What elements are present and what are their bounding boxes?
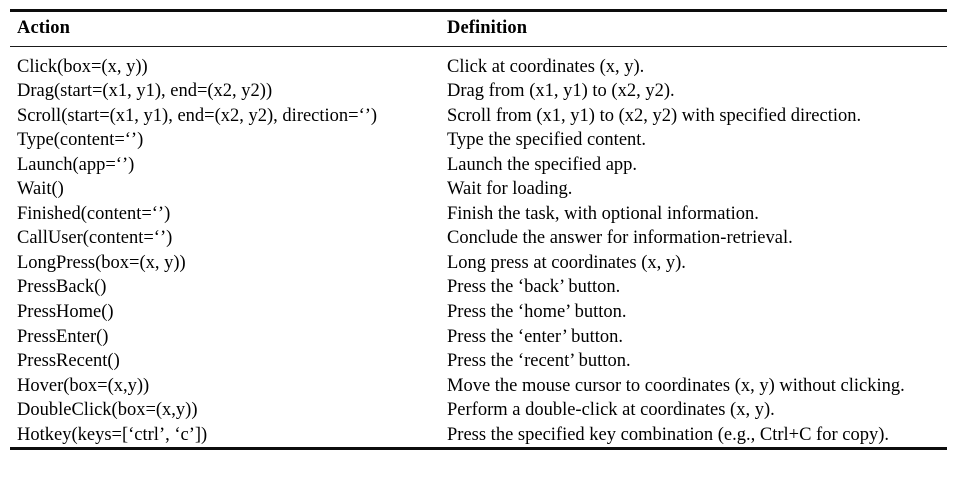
cell-definition: Press the ‘back’ button. xyxy=(447,277,621,298)
cell-action: PressRecent() xyxy=(17,351,120,372)
cell-action: Finished(content=‘’) xyxy=(17,203,171,224)
table-bottom-rule xyxy=(10,447,947,451)
cell-action: PressHome() xyxy=(17,301,114,322)
cell-definition: Launch the specified app. xyxy=(447,154,638,175)
cell-definition: Wait for loading. xyxy=(447,179,573,200)
cell-action: Scroll(start=(x1, y1), end=(x2, y2), dir… xyxy=(17,105,378,126)
cell-definition: Long press at coordinates (x, y). xyxy=(447,252,686,273)
cell-definition: Press the specified key combination (e.g… xyxy=(447,424,889,445)
column-header-definition: Definition xyxy=(440,9,947,46)
table-row: Drag(start=(x1, y1), end=(x2, y2)) Drag f… xyxy=(10,79,947,104)
cell-definition: Conclude the answer for information-retr… xyxy=(447,228,793,249)
table-row: DoubleClick(box=(x,y)) Perform a double-c… xyxy=(10,398,947,423)
cell-action: Hotkey(keys=[‘ctrl’, ‘c’]) xyxy=(17,424,208,445)
cell-definition: Finish the task, with optional informati… xyxy=(447,203,759,224)
cell-action: DoubleClick(box=(x,y)) xyxy=(17,400,198,421)
bottom-rule xyxy=(10,447,947,451)
cell-action: Type(content=‘’) xyxy=(17,130,144,151)
cell-definition: Press the ‘home’ button. xyxy=(447,301,627,322)
cell-definition: Press the ‘recent’ button. xyxy=(447,351,631,372)
cell-definition: Move the mouse cursor to coordinates (x,… xyxy=(447,375,905,396)
table-row: PressHome() Press the ‘home’ button. xyxy=(10,300,947,325)
table-row: LongPress(box=(x, y)) Long press at coord… xyxy=(10,251,947,276)
table-row: Scroll(start=(x1, y1), end=(x2, y2), dir… xyxy=(10,104,947,129)
cell-definition: Type the specified content. xyxy=(447,130,647,151)
table-row: Hover(box=(x,y)) Move the mouse cursor to… xyxy=(10,374,947,399)
cell-action: CallUser(content=‘’) xyxy=(17,228,173,249)
table-row: CallUser(content=‘’) Conclude the answer … xyxy=(10,226,947,251)
action-space-table: Action Definition Click(box=(x, y))Click… xyxy=(10,9,947,451)
cell-action: PressBack() xyxy=(17,277,107,298)
cell-definition: Perform a double-click at coordinates (x… xyxy=(447,400,775,421)
action-space-table-container: Action Definition Click(box=(x, y))Click… xyxy=(10,9,947,451)
table-row: PressEnter() Press the ‘enter’ button. xyxy=(10,325,947,350)
table-row: Click(box=(x, y))Click at coordinates (x… xyxy=(10,45,947,80)
cell-action: Launch(app=‘’) xyxy=(17,154,135,175)
table-row: PressBack() Press the ‘back’ button. xyxy=(10,275,947,300)
cell-action: Hover(box=(x,y)) xyxy=(17,375,150,396)
cell-definition: Drag from (x1, y1) to (x2, y2). xyxy=(447,81,675,102)
cell-definition: Click at coordinates (x, y). xyxy=(440,45,947,80)
table-body: Click(box=(x, y))Click at coordinates (x… xyxy=(10,45,947,451)
cell-action: LongPress(box=(x, y)) xyxy=(17,252,186,273)
table-row: Type(content=‘’) Type the specified conte… xyxy=(10,128,947,153)
table-header: Action Definition xyxy=(10,9,947,46)
cell-definition: Press the ‘enter’ button. xyxy=(447,326,624,347)
cell-action: Drag(start=(x1, y1), end=(x2, y2)) xyxy=(17,81,273,102)
column-header-action: Action xyxy=(10,9,440,46)
table-header-row: Action Definition xyxy=(10,9,947,46)
table-row: Hotkey(keys=[‘ctrl’, ‘c’]) Press the spec… xyxy=(10,423,947,449)
cell-action: PressEnter() xyxy=(17,326,109,347)
table-row: PressRecent() Press the ‘recent’ button. xyxy=(10,349,947,374)
cell-definition: Scroll from (x1, y1) to (x2, y2) with sp… xyxy=(447,105,862,126)
table-row: Finished(content=‘’) Finish the task, wit… xyxy=(10,202,947,227)
table-row: Wait() Wait for loading. xyxy=(10,177,947,202)
cell-action: Wait() xyxy=(17,179,64,200)
table-row: Launch(app=‘’) Launch the specified app. xyxy=(10,153,947,178)
cell-action: Click(box=(x, y)) xyxy=(10,45,440,80)
